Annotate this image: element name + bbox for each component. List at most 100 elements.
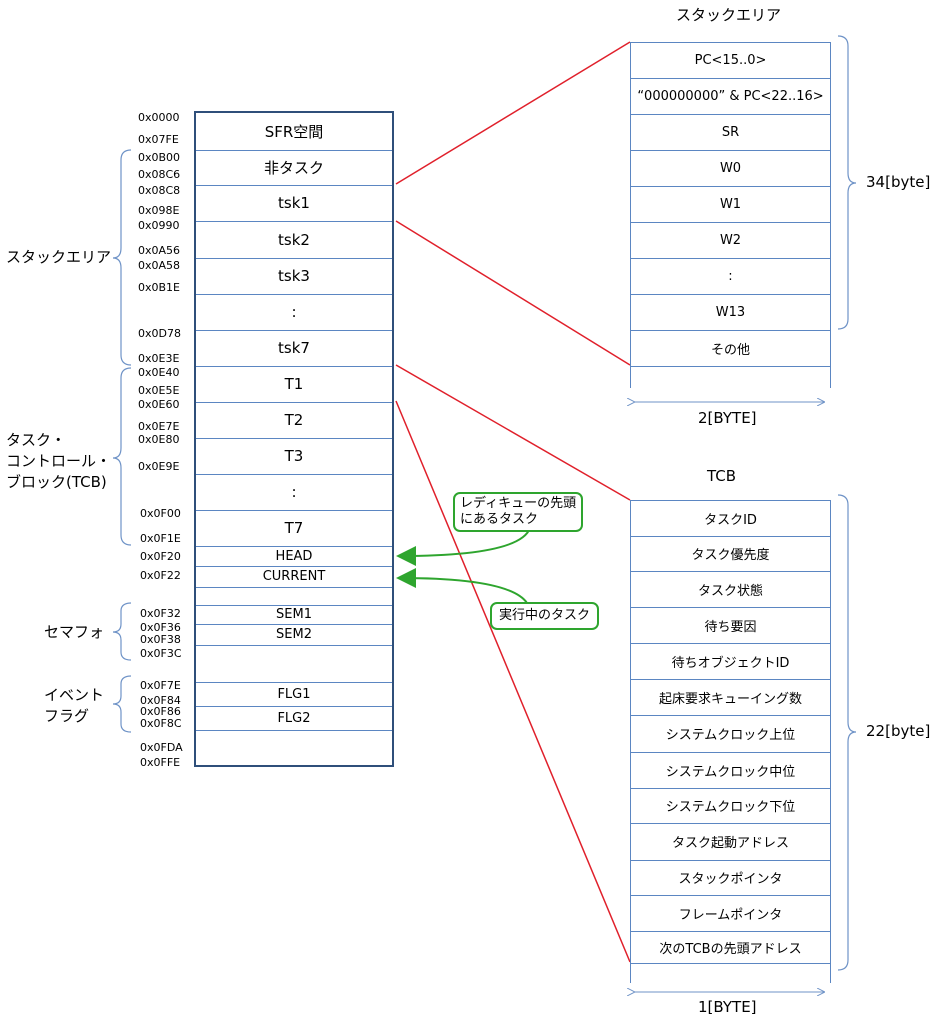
address-label: 0x0F36 (140, 621, 181, 634)
memory-row-divider (196, 294, 392, 295)
box-divider (630, 366, 831, 367)
memory-row-divider (196, 221, 392, 222)
memory-row-divider (196, 730, 392, 731)
memory-row: : (291, 483, 297, 501)
stack-box-row: PC<15..0> (694, 52, 767, 68)
memory-row-divider (196, 624, 392, 625)
stack-box-row: “000000000” & PC<22..16> (637, 88, 824, 104)
stack-area-label: スタックエリア (6, 248, 112, 266)
tcb-width-label: 1[BYTE] (698, 998, 757, 1016)
address-label: 0x0B00 (138, 151, 181, 164)
box-divider (630, 571, 831, 572)
tcb-box-row: 待ちオブジェクトID (671, 655, 790, 671)
memory-row-divider (196, 645, 392, 646)
memory-row-divider (196, 587, 392, 588)
tcb-box-row: タスクID (704, 512, 757, 528)
memory-row: tsk7 (278, 339, 310, 357)
event-flag-label: イベント フラグ (44, 686, 105, 725)
memory-row: : (291, 303, 297, 321)
memory-row (196, 587, 392, 605)
memory-row-divider (196, 258, 392, 259)
memory-row-divider (196, 185, 392, 186)
memory-row-divider (196, 474, 392, 475)
address-label: 0x0990 (138, 219, 180, 232)
tcb-size-label: 22[byte] (866, 722, 931, 740)
address-label: 0x0FFE (140, 756, 181, 769)
tcb-box-row: 待ち要因 (704, 619, 757, 635)
box-divider (630, 114, 831, 115)
stack-box-row: : (728, 268, 733, 284)
tcb-box-row: システムクロック中位 (665, 764, 796, 780)
memory-row-divider (196, 510, 392, 511)
address-label: 0x0E9E (138, 460, 180, 473)
box-divider (630, 895, 831, 896)
memory-row: tsk2 (278, 230, 310, 249)
memory-row: CURRENT (262, 569, 326, 584)
address-label: 0x0E5E (138, 384, 180, 397)
stack-box-row: W0 (719, 160, 742, 176)
address-label: 0x0F86 (140, 705, 181, 718)
box-side-border (630, 42, 631, 388)
box-divider (630, 42, 831, 43)
address-label: 0x0D78 (138, 327, 181, 340)
tcb-box-row: フレームポインタ (678, 907, 783, 923)
tcb-box-row: 次のTCBの先頭アドレス (659, 941, 802, 957)
address-label: 0x0E60 (138, 398, 180, 411)
tcb-connector-top (395, 364, 631, 501)
box-divider (630, 963, 831, 964)
memory-row-divider (196, 366, 392, 367)
current-arrow (396, 568, 528, 604)
memory-row: HEAD (275, 548, 313, 564)
stack-connector-bottom (395, 220, 631, 366)
box-side-border (830, 42, 831, 388)
memory-row: T2 (284, 411, 304, 429)
box-side-border (630, 500, 631, 983)
memory-row: FLG1 (277, 686, 311, 702)
memory-row-divider (196, 438, 392, 439)
address-label: 0x0A58 (138, 259, 181, 272)
stack-width-label: 2[BYTE] (698, 409, 757, 427)
tcb-box-row: システムクロック下位 (665, 800, 796, 815)
address-label: 0x0E3E (138, 352, 180, 365)
stack-size-bracket (837, 35, 857, 330)
tcb-size-bracket (837, 494, 857, 971)
memory-row-divider (196, 150, 392, 151)
address-label: 0x0E40 (138, 366, 180, 379)
memory-row: tsk1 (278, 194, 310, 212)
address-label: 0x0F22 (140, 569, 181, 582)
box-divider (630, 715, 831, 716)
running-task-callout: 実行中のタスク (490, 602, 600, 630)
address-label: 0x0F00 (140, 507, 181, 520)
memory-row: SEM2 (276, 627, 312, 642)
address-label: 0x0E80 (138, 433, 180, 446)
box-divider (630, 186, 831, 187)
stack-box-row: SR (721, 124, 740, 140)
box-divider (630, 78, 831, 79)
memory-row: T7 (284, 519, 304, 537)
stack-area-bracket (112, 149, 132, 366)
event-flag-bracket (112, 675, 132, 733)
memory-row: FLG2 (277, 710, 311, 726)
address-label: 0x0E7E (138, 420, 180, 433)
address-label: 0x0F7E (140, 679, 181, 692)
address-label: 0x0F32 (140, 607, 181, 620)
address-label: 0x0F38 (140, 633, 181, 646)
box-divider (630, 860, 831, 861)
memory-row-divider (196, 706, 392, 707)
stack-box-row: W2 (719, 232, 742, 248)
address-label: 0x07FE (138, 133, 179, 146)
box-divider (630, 752, 831, 753)
stack-box-row: W13 (715, 304, 746, 320)
tcb-box-row: タスク状態 (697, 583, 763, 599)
memory-row: 非タスク (263, 159, 324, 177)
box-divider (630, 222, 831, 223)
memory-row-divider (196, 682, 392, 683)
tcb-label: タスク・ コントロール・ ブロック(TCB) (6, 431, 112, 491)
semaphore-bracket (112, 602, 132, 661)
memory-row: T1 (284, 375, 304, 393)
memory-row: tsk3 (278, 267, 310, 285)
address-label: 0x0000 (138, 111, 180, 124)
memory-row: T3 (284, 447, 304, 465)
ready-queue-head-callout: レディキューの先頭 にあるタスク (453, 492, 584, 532)
